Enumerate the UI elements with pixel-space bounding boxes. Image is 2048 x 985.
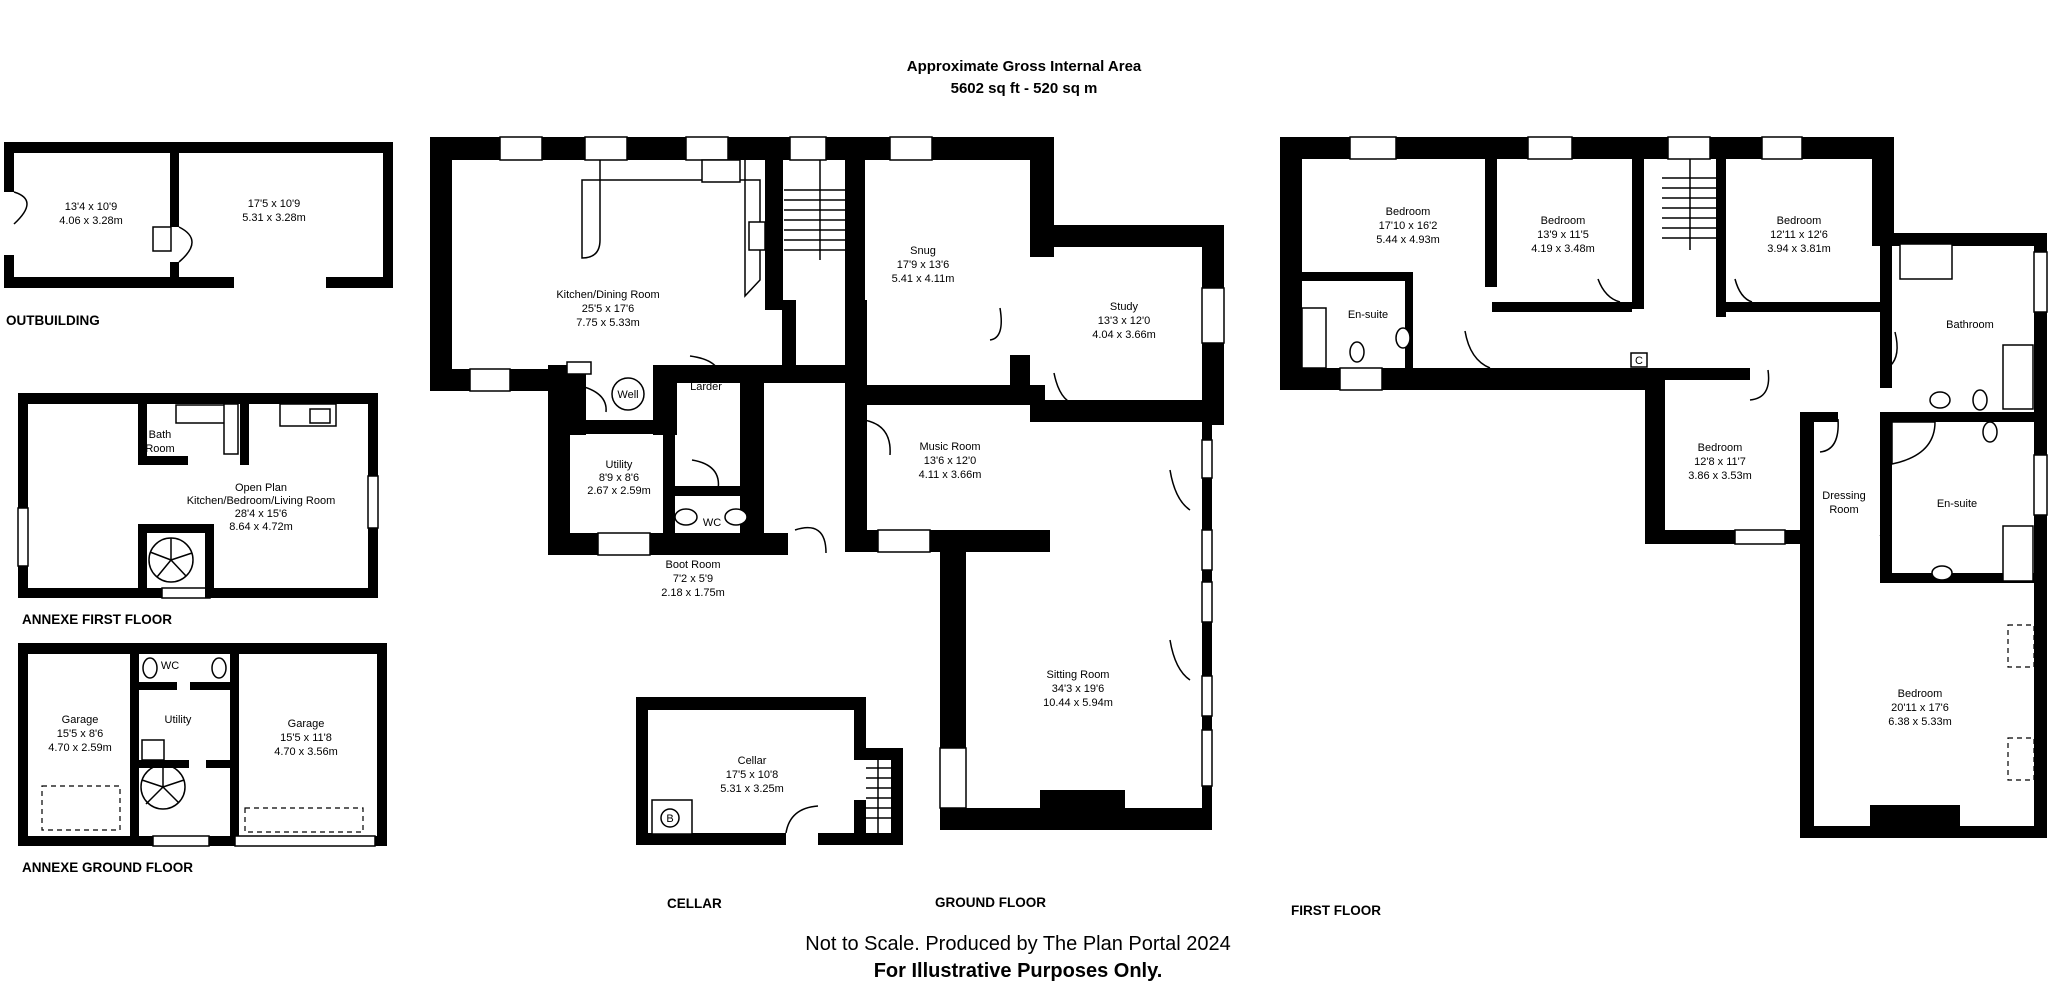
bedroom4-dim: 12'8 x 11'7	[1694, 456, 1746, 468]
cellar-label: Cellar	[738, 755, 767, 767]
bedroom5-label: Bedroom	[1898, 688, 1943, 700]
study-dim: 13'3 x 12'0	[1098, 315, 1151, 327]
section-label-outbuilding: OUTBUILDING	[6, 313, 100, 328]
outbuilding-room-right-dim: 17'5 x 10'9	[248, 198, 301, 210]
study-metric: 4.04 x 3.66m	[1092, 329, 1156, 341]
utility-metric: 2.67 x 2.59m	[587, 485, 651, 497]
section-label-cellar: CELLAR	[667, 896, 722, 911]
bedroom2-metric: 4.19 x 3.48m	[1531, 243, 1595, 255]
ground-floor-plan: Kitchen/Dining Room 25'5 x 17'6 7.75 x 5…	[430, 136, 1225, 830]
annexe-open-plan-dim: 28'4 x 15'6	[235, 508, 288, 520]
annexe-garage-right-dim: 15'5 x 11'8	[280, 732, 332, 744]
annexe-open-plan-metric: 8.64 x 4.72m	[229, 521, 293, 533]
bedroom2-label: Bedroom	[1541, 215, 1586, 227]
annexe-garage-right-label: Garage	[288, 718, 325, 730]
dressing-room-label-2: Room	[1829, 504, 1858, 516]
cupboard-label: C	[1635, 355, 1643, 367]
snug-label: Snug	[910, 245, 936, 257]
section-label-ground-floor: GROUND FLOOR	[935, 895, 1046, 910]
outbuilding-room-left-metric: 4.06 x 3.28m	[59, 215, 123, 227]
well-label: Well	[617, 389, 638, 401]
section-label-first-floor: FIRST FLOOR	[1291, 903, 1381, 918]
ensuite1-label: En-suite	[1348, 309, 1388, 321]
section-label-annexe-first-floor: ANNEXE FIRST FLOOR	[22, 612, 172, 627]
music-room-dim: 13'6 x 12'0	[924, 455, 977, 467]
kitchen-dining-metric: 7.75 x 5.33m	[576, 317, 640, 329]
utility-label: Utility	[606, 459, 633, 471]
cellar-plan: Cellar 17'5 x 10'8 5.31 x 3.25m B	[636, 697, 903, 845]
outbuilding-room-left-dim: 13'4 x 10'9	[65, 201, 118, 213]
bedroom3-dim: 12'11 x 12'6	[1770, 229, 1828, 241]
bedroom1-metric: 5.44 x 4.93m	[1376, 234, 1440, 246]
footer-note: Not to Scale. Produced by The Plan Porta…	[805, 933, 1230, 955]
study-label: Study	[1110, 301, 1139, 313]
outbuilding-plan: 13'4 x 10'9 4.06 x 3.28m 17'5 x 10'9 5.3…	[4, 142, 393, 288]
utility-dim: 8'9 x 8'6	[599, 472, 639, 484]
area-title: Approximate Gross Internal Area	[907, 58, 1142, 75]
outbuilding-room-right-metric: 5.31 x 3.28m	[242, 212, 306, 224]
bedroom3-label: Bedroom	[1777, 215, 1822, 227]
annexe-ground-floor-plan: Garage 15'5 x 8'6 4.70 x 2.59m WC Utilit…	[18, 643, 387, 847]
annexe-garage-left-dim: 15'5 x 8'6	[57, 728, 103, 740]
wc-label: WC	[703, 517, 721, 529]
kitchen-dining-dim: 25'5 x 17'6	[582, 303, 635, 315]
music-room-metric: 4.11 x 3.66m	[919, 469, 982, 481]
area-value: 5602 sq ft - 520 sq m	[951, 80, 1098, 97]
ensuite2-label: En-suite	[1937, 498, 1977, 510]
bedroom5-metric: 6.38 x 5.33m	[1888, 716, 1952, 728]
annexe-garage-left-label: Garage	[62, 714, 99, 726]
annexe-wc-label: WC	[161, 660, 179, 672]
boot-room-label: Boot Room	[665, 559, 720, 571]
annexe-bath-room-label-1: Bath	[149, 429, 172, 441]
section-label-annexe-ground-floor: ANNEXE GROUND FLOOR	[22, 860, 193, 875]
sitting-room-metric: 10.44 x 5.94m	[1043, 697, 1113, 709]
larder-label: Larder	[690, 381, 722, 393]
cellar-dim: 17'5 x 10'8	[726, 769, 779, 781]
bedroom1-label: Bedroom	[1386, 206, 1431, 218]
dressing-room-label-1: Dressing	[1822, 490, 1865, 502]
sitting-room-dim: 34'3 x 19'6	[1052, 683, 1105, 695]
annexe-utility-label: Utility	[165, 714, 192, 726]
annexe-garage-right-metric: 4.70 x 3.56m	[274, 746, 338, 758]
sitting-room-label: Sitting Room	[1047, 669, 1110, 681]
boot-room-dim: 7'2 x 5'9	[673, 573, 713, 585]
bedroom4-metric: 3.86 x 3.53m	[1688, 470, 1752, 482]
music-room-label: Music Room	[919, 441, 980, 453]
snug-metric: 5.41 x 4.11m	[892, 273, 955, 285]
bedroom5-dim: 20'11 x 17'6	[1891, 702, 1949, 714]
bedroom4-label: Bedroom	[1698, 442, 1743, 454]
annexe-first-floor-plan: Bath Room Open Plan Kitchen/Bedroom/Livi…	[17, 393, 379, 599]
bathroom-label: Bathroom	[1946, 319, 1994, 331]
footer-disclaimer: For Illustrative Purposes Only.	[874, 960, 1163, 982]
annexe-bath-room-label-2: Room	[145, 443, 174, 455]
annexe-garage-left-metric: 4.70 x 2.59m	[48, 742, 112, 754]
bedroom3-metric: 3.94 x 3.81m	[1767, 243, 1831, 255]
boot-room-metric: 2.18 x 1.75m	[661, 587, 725, 599]
annexe-open-plan-label-1: Open Plan	[235, 482, 287, 494]
bedroom2-dim: 13'9 x 11'5	[1537, 229, 1589, 241]
kitchen-dining-label: Kitchen/Dining Room	[556, 289, 659, 301]
cellar-metric: 5.31 x 3.25m	[720, 783, 784, 795]
bedroom1-dim: 17'10 x 16'2	[1379, 220, 1438, 232]
annexe-open-plan-label-2: Kitchen/Bedroom/Living Room	[187, 495, 336, 507]
cellar-boiler-label: B	[666, 813, 673, 825]
snug-dim: 17'9 x 13'6	[897, 259, 950, 271]
first-floor-plan: Bedroom 17'10 x 16'2 5.44 x 4.93m En-sui…	[1280, 136, 2048, 838]
